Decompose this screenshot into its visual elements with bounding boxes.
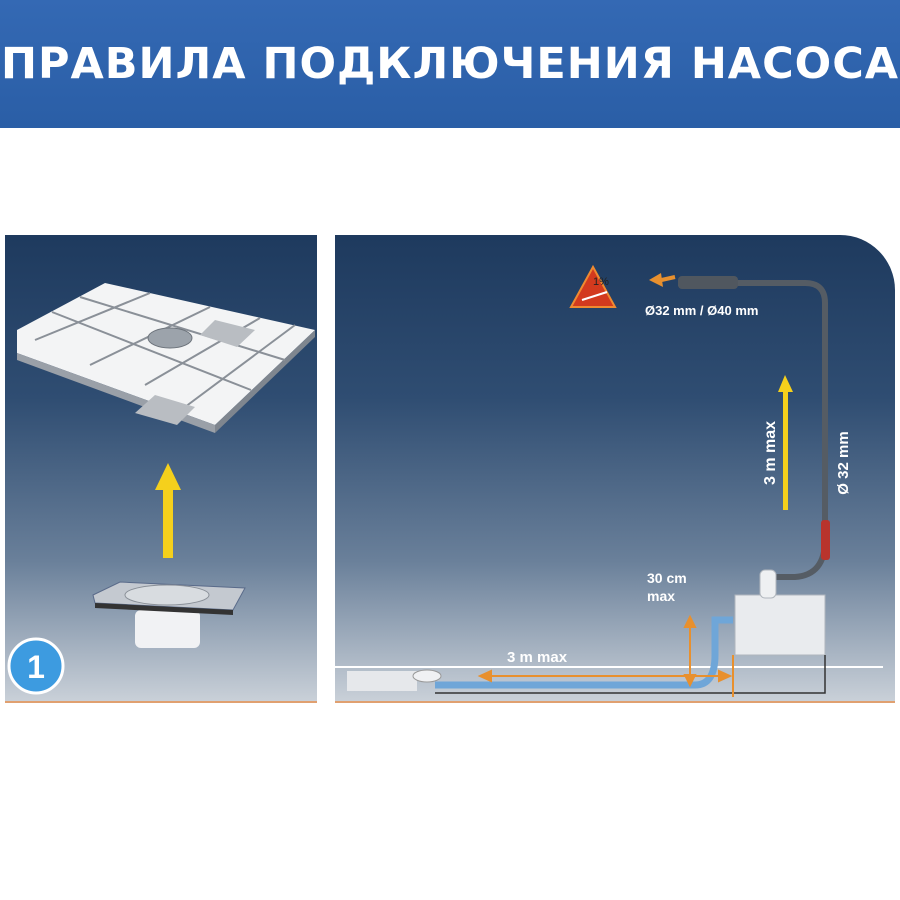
- svg-text:1: 1: [27, 649, 45, 685]
- floor-drain-unit: [92, 581, 246, 648]
- vertical-max-label: 3 m max: [762, 421, 779, 485]
- drain-install-illustration: 1: [7, 283, 315, 695]
- pump-connection-diagram: 1% Ø32 mm / Ø40 mm 3 m max Ø 32 mm 30 cm…: [335, 264, 883, 697]
- inlet-height-max-label: max: [647, 588, 675, 604]
- inlet-height-label: 30 cm: [647, 570, 687, 586]
- svg-text:1%: 1%: [593, 276, 609, 288]
- page-title: ПРАВИЛА ПОДКЛЮЧЕНИЯ НАСОСА: [0, 39, 900, 89]
- outlet-arrow-icon: [649, 273, 676, 287]
- panel-step-2: 1% Ø32 mm / Ø40 mm 3 m max Ø 32 mm 30 cm…: [335, 235, 895, 703]
- vertical-arrow-icon: [778, 375, 793, 510]
- step-badge: 1: [7, 637, 65, 695]
- slope-warning-icon: 1%: [569, 264, 617, 308]
- pipe-end: [678, 276, 738, 289]
- header-banner: ПРАВИЛА ПОДКЛЮЧЕНИЯ НАСОСА: [0, 0, 900, 128]
- panel-step-1: 1: [5, 235, 317, 703]
- shower-tray: [347, 671, 417, 691]
- pump-unit: [734, 569, 826, 656]
- tiled-floor: [17, 283, 315, 433]
- outlet-diameter-label: Ø32 mm / Ø40 mm: [645, 303, 758, 318]
- discharge-pipe: [678, 280, 828, 580]
- dimension-lines: [477, 614, 734, 697]
- arrow-up-icon: [155, 463, 181, 558]
- horizontal-max-label: 3 m max: [507, 649, 568, 666]
- vertical-diameter-label: Ø 32 mm: [835, 431, 852, 494]
- check-valve: [821, 520, 830, 560]
